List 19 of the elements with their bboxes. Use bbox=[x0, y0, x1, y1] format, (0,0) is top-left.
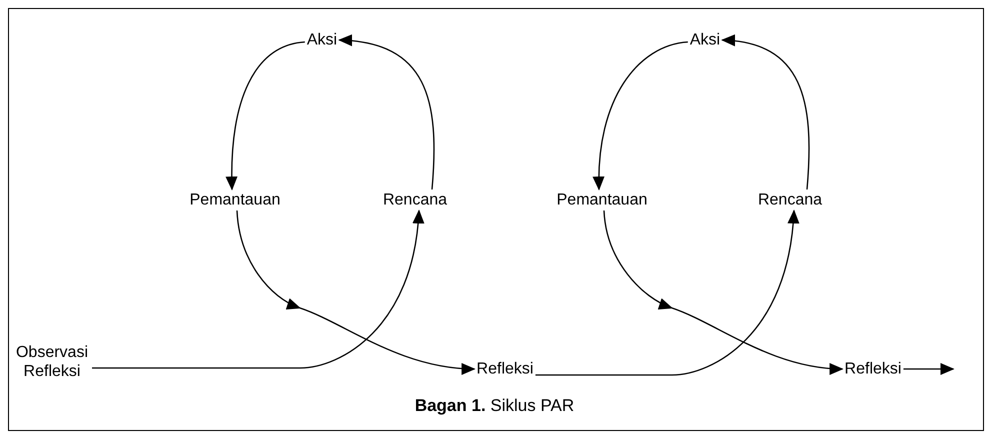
stage-label: Refleksi bbox=[474, 358, 536, 380]
arrow bbox=[603, 210, 844, 375]
arrow bbox=[535, 210, 799, 376]
stage-label: Aksi bbox=[304, 30, 340, 50]
arrow bbox=[903, 363, 954, 375]
arrow bbox=[92, 210, 424, 369]
caption: Bagan 1. Siklus PAR bbox=[414, 396, 574, 416]
stage-label: Rencana bbox=[380, 190, 450, 210]
stage-label: Observasi Refleksi bbox=[12, 342, 92, 382]
stage-label: Pemantauan bbox=[554, 190, 650, 210]
arrow bbox=[721, 35, 810, 190]
stage-label: Refleksi bbox=[842, 358, 904, 380]
stage-label: Pemantauan bbox=[188, 190, 282, 210]
arrow bbox=[593, 41, 688, 190]
stage-label: Aksi bbox=[688, 30, 722, 50]
stage-label: Rencana bbox=[756, 190, 824, 210]
arrow bbox=[226, 41, 305, 190]
arrow bbox=[338, 35, 435, 190]
arrow bbox=[236, 210, 476, 375]
